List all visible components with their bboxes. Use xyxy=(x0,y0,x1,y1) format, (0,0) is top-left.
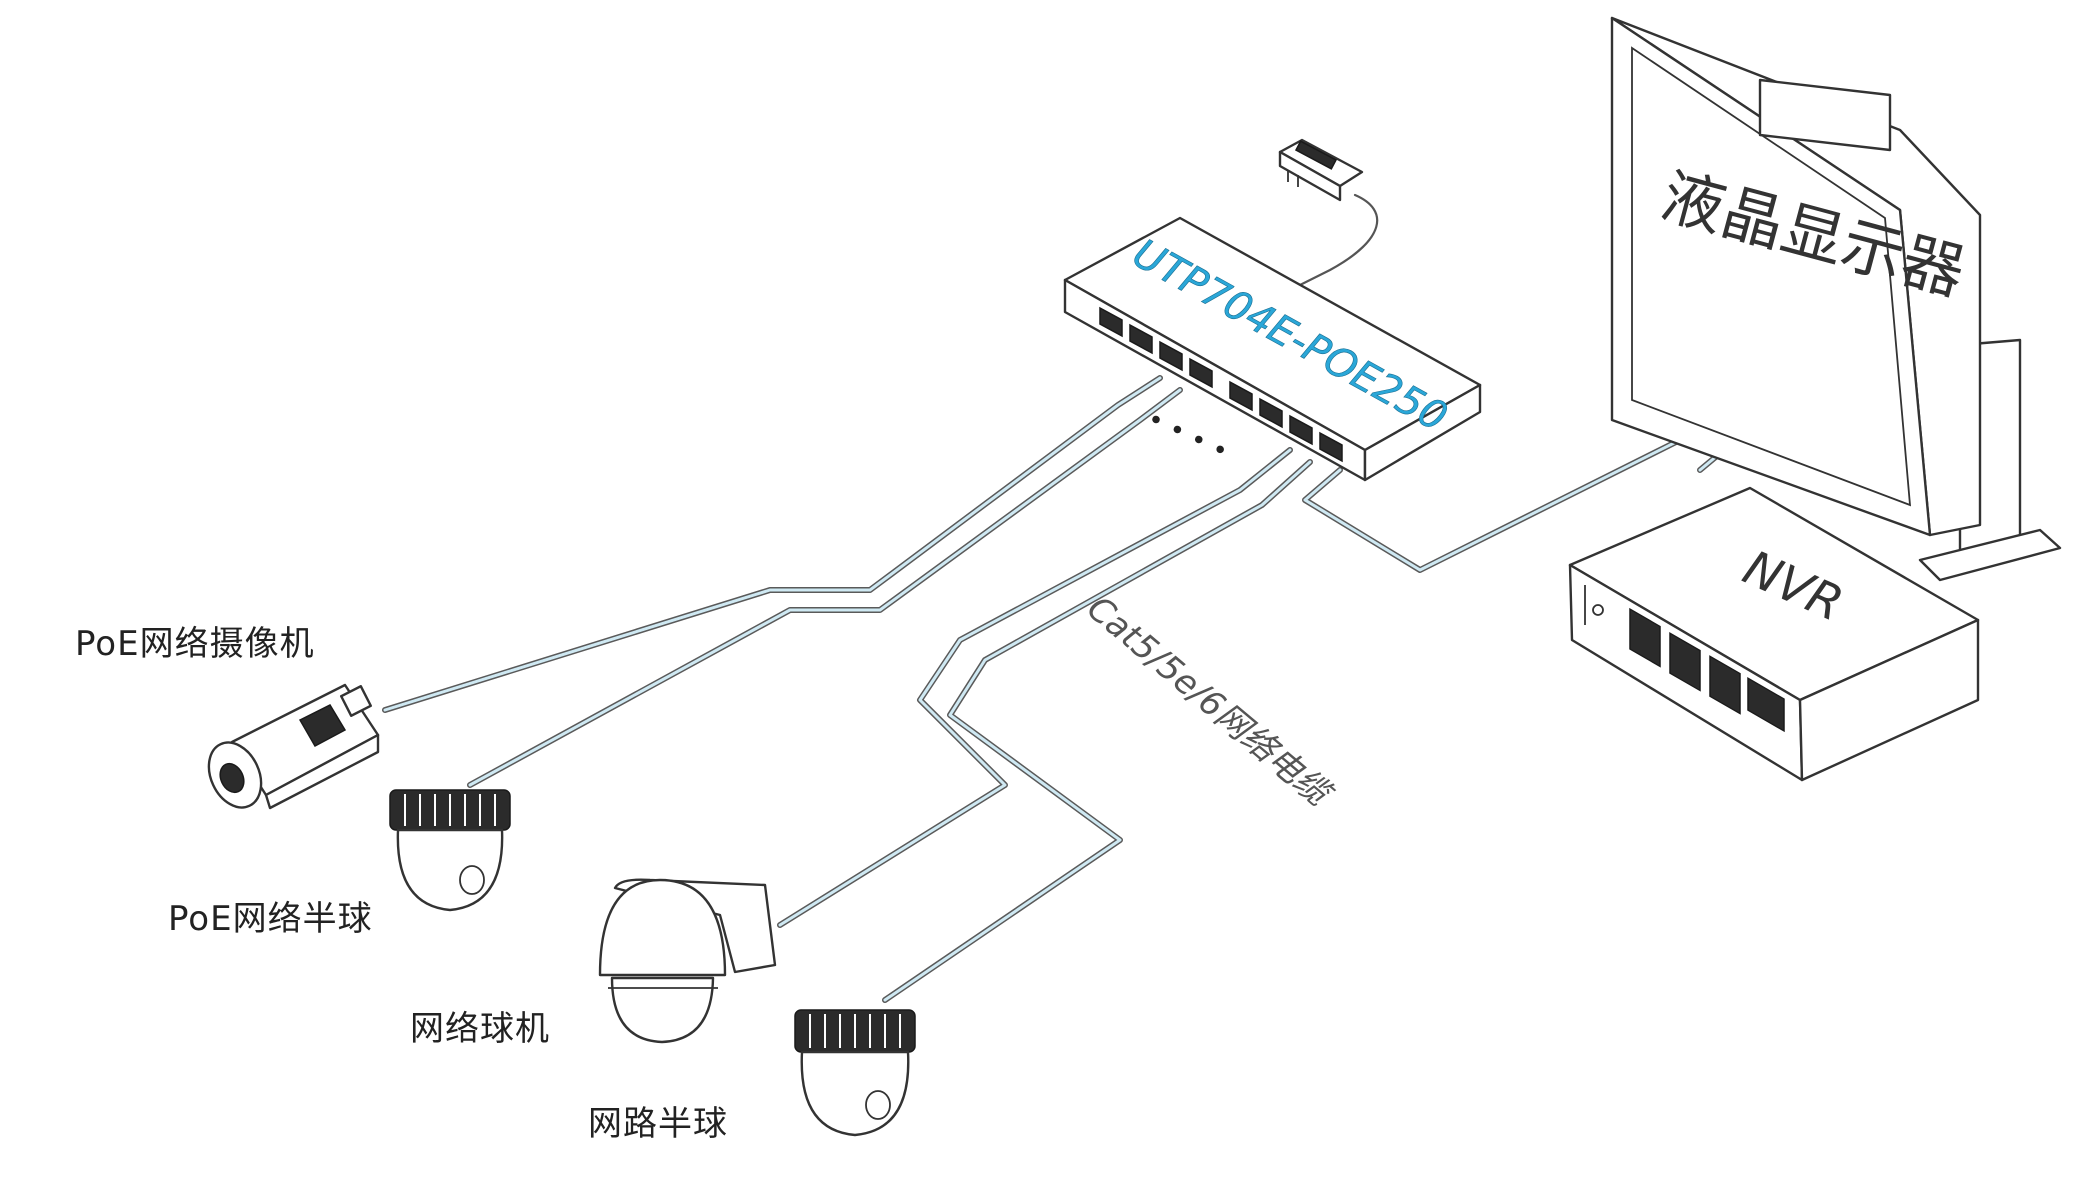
device-labels: PoE网络摄像机 PoE网络半球 网络球机 网路半球 xyxy=(75,624,728,1144)
power-cord xyxy=(1288,193,1379,292)
monitor-screen xyxy=(1631,46,1912,507)
cable-bullet-camera xyxy=(382,375,1163,713)
network-dome-camera xyxy=(794,1009,916,1137)
label-network-dome: 网路半球 xyxy=(588,1104,728,1144)
nvr-front-panel xyxy=(1584,585,1785,733)
poe-switch: UTP704E-POE250 • • • • xyxy=(1063,216,1482,482)
bullet-camera xyxy=(207,683,380,810)
switch-ellipsis: • • • • xyxy=(1142,404,1233,468)
cable-label: Cat5/5e/6网络电缆 xyxy=(1079,588,1340,816)
power-adapter xyxy=(1278,138,1364,202)
speed-dome-camera xyxy=(598,878,777,1044)
poe-dome-camera xyxy=(389,789,511,912)
label-poe-dome: PoE网络半球 xyxy=(168,899,373,939)
label-speed-dome: 网络球机 xyxy=(410,1009,550,1049)
lcd-monitor: 液晶显示器 xyxy=(1610,16,2062,582)
nvr-recorder: NVR xyxy=(1568,486,1980,782)
label-bullet-camera: PoE网络摄像机 xyxy=(75,624,315,664)
monitor-bezel xyxy=(1610,16,1932,537)
switch-ports xyxy=(1099,306,1343,463)
